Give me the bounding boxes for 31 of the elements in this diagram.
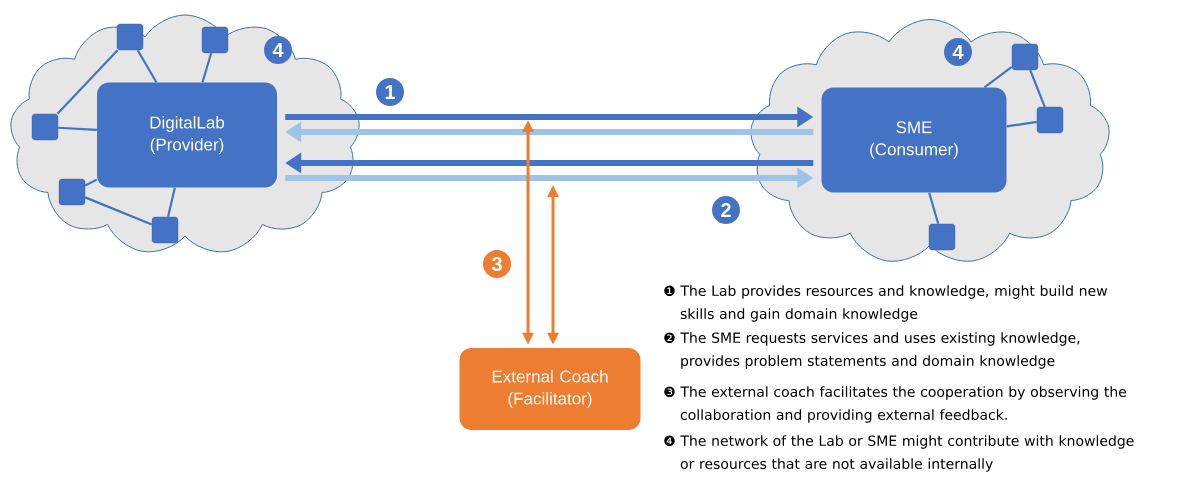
note-text: ❹ The network of the Lab or SME might contribute with knowledge or resources that are not available internally [664, 435, 1134, 472]
connector-line [84, 178, 98, 187]
callout-number: 1 [376, 78, 404, 106]
connector-line [1006, 120, 1037, 128]
connector-line [983, 65, 1013, 89]
callout-number: 4 [944, 38, 972, 66]
process-box: SME (Consumer) [821, 87, 1007, 193]
connector-line [201, 52, 213, 83]
process-box: DigitalLab (Provider) [97, 82, 277, 188]
callout-number: 2 [712, 196, 740, 224]
network-square [201, 26, 229, 54]
connector-line [167, 187, 176, 218]
connector-line [136, 49, 158, 83]
connector-line [1029, 69, 1046, 108]
network-square [31, 113, 59, 141]
connector-line [928, 192, 940, 225]
note-text: ❸ The external coach facilitates the cooperation by observing the collaboration and providing external feedback. [664, 386, 1127, 423]
network-square [58, 178, 86, 206]
note-text: ❶ The Lab provides resources and knowledge, might build new skills and gain domain knowledge [664, 285, 1108, 322]
network-square [116, 23, 144, 51]
network-square [928, 223, 956, 251]
network-square [1036, 106, 1064, 134]
connector-line [84, 196, 153, 226]
network-square [1011, 43, 1039, 71]
coach-box: External Coach (Facilitator) [459, 348, 641, 430]
note-text: ❷ The SME requests services and uses existing knowledge, provides problem statements and domain knowledge [664, 332, 1080, 369]
callout-number: 3 [483, 250, 511, 278]
connector-line [58, 126, 97, 131]
connector-line [56, 49, 119, 115]
callout-number: 4 [264, 36, 292, 64]
network-square [151, 216, 179, 244]
